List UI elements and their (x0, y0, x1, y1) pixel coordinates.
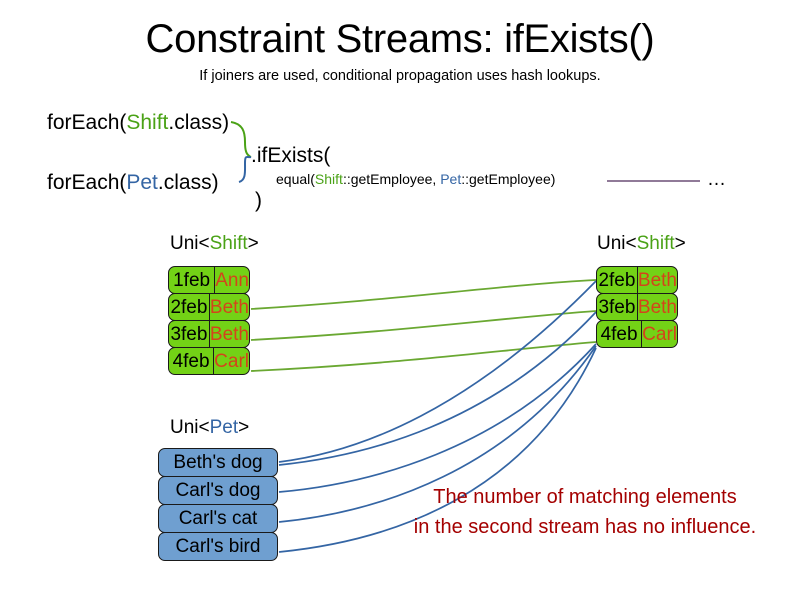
label-right-shift-suffix: > (674, 233, 686, 254)
label-right-shift-type: Shift (636, 233, 675, 254)
foreach-shift-suffix: .class) (168, 111, 230, 134)
code-foreach-shift: forEach(Shift.class) (47, 110, 229, 136)
equal-right-ref: ::getEmployee) (461, 171, 556, 187)
annotation-note: The number of matching elements in the s… (400, 482, 770, 542)
green-wire-2feb (250, 279, 597, 310)
equal-prefix: equal( (276, 171, 315, 187)
label-left-shift-suffix: > (247, 233, 259, 254)
cell-date: 3feb (597, 294, 638, 320)
equal-left-type: Shift (314, 171, 343, 187)
cell-employee: Beth (637, 296, 677, 318)
label-pet-stream: Uni<Pet> (170, 416, 249, 440)
annotation-line-2: in the second stream has no influence. (413, 516, 757, 538)
cell-date: 4feb (597, 321, 643, 347)
label-left-shift-type: Shift (209, 233, 248, 254)
cell-employee: Beth (209, 323, 249, 345)
equal-right-type: Pet (440, 171, 462, 187)
blue-wire-carls-dog-to-4feb (278, 343, 597, 493)
annotation-line-1: The number of matching elements (433, 486, 737, 508)
cell-employee: Ann (215, 269, 249, 291)
code-equal-joiner: equal(Shift::getEmployee, Pet::getEmploy… (276, 170, 555, 188)
cell-employee: Beth (209, 296, 249, 318)
equal-left-ref: ::getEmployee, (342, 171, 441, 187)
label-pet-type: Pet (209, 417, 239, 438)
ellipsis-label: … (707, 169, 726, 190)
cell-employee: Carl (642, 323, 677, 345)
label-pet-prefix: Uni< (170, 417, 210, 438)
green-wire-4feb (250, 341, 597, 372)
cell-employee: Carl (214, 350, 249, 372)
foreach-pet-suffix: .class) (157, 171, 219, 194)
label-left-shift-stream: Uni<Shift> (170, 232, 259, 256)
code-ifexists: .ifExists( (251, 144, 331, 167)
label-pet-suffix: > (238, 417, 250, 438)
page-subtitle: If joiners are used, conditional propaga… (199, 68, 601, 84)
page-title: Constraint Streams: ifExists() (145, 17, 655, 61)
foreach-shift-prefix: forEach( (47, 111, 127, 134)
cell-date: 4feb (169, 348, 215, 374)
cell-employee: Beth (637, 269, 677, 291)
table-row[interactable]: Carl's bird (158, 532, 278, 561)
code-close-paren: ) (255, 189, 262, 212)
cell-date: 3feb (169, 321, 210, 347)
table-row[interactable]: Carl's cat (158, 504, 278, 533)
blue-wire-beths-dog-to-3feb (278, 311, 597, 466)
foreach-pet-type: Pet (126, 171, 158, 194)
green-wire-3feb (250, 310, 597, 341)
label-left-shift-prefix: Uni< (170, 233, 210, 254)
code-foreach-pet: forEach(Pet.class) (47, 170, 219, 196)
brace-upper-arm-shift (230, 121, 252, 158)
label-right-shift-prefix: Uni< (597, 233, 637, 254)
cell-date: 2feb (597, 267, 638, 293)
table-row[interactable]: Carl's dog (158, 476, 278, 505)
label-right-shift-stream: Uni<Shift> (597, 232, 686, 256)
foreach-shift-type: Shift (126, 111, 169, 134)
table-row[interactable]: Beth's dog (158, 448, 278, 477)
brace-lower-arm-pet (238, 155, 252, 183)
cell-date: 1feb (169, 267, 216, 293)
blue-wire-beths-dog-to-2feb (278, 280, 597, 463)
cell-date: 2feb (169, 294, 210, 320)
foreach-pet-prefix: forEach( (47, 171, 127, 194)
